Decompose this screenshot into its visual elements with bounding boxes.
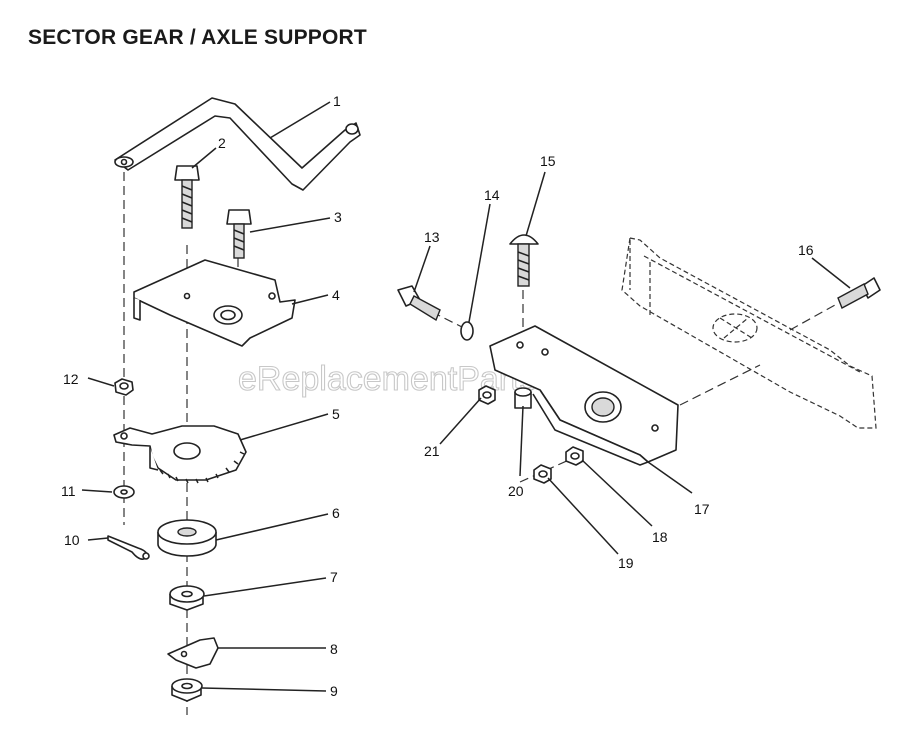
hex-nut-9 [171, 678, 203, 702]
steering-link-rod [114, 97, 361, 191]
callout-20: 20 [508, 483, 524, 499]
callout-1: 1 [333, 93, 341, 109]
hex-nut-19 [533, 464, 552, 484]
callout-3: 3 [334, 209, 342, 225]
hex-bolt-2 [174, 165, 200, 229]
hex-bolt-16 [837, 277, 881, 309]
callout-12: 12 [63, 371, 79, 387]
hex-nut-18 [565, 446, 584, 466]
bushing-20 [514, 387, 532, 409]
mounting-plate [133, 259, 296, 347]
axle-support-bracket [489, 325, 679, 466]
frame-axle-housing [621, 237, 877, 429]
hex-nut-21 [478, 385, 496, 405]
sector-gear [113, 425, 247, 484]
hex-bolt-13 [397, 285, 441, 322]
callout-labels: 1 2 3 4 12 5 11 10 6 7 8 9 13 14 15 16 1… [61, 93, 814, 699]
callout-18: 18 [652, 529, 668, 545]
carriage-bolt [509, 234, 539, 287]
callout-10: 10 [64, 532, 80, 548]
washer-14 [460, 321, 474, 341]
callout-21: 21 [424, 443, 440, 459]
retaining-clip [167, 637, 219, 669]
callout-4: 4 [332, 287, 340, 303]
callout-14: 14 [484, 187, 500, 203]
page-title: SECTOR GEAR / AXLE SUPPORT [28, 26, 367, 49]
callout-2: 2 [218, 135, 226, 151]
callout-6: 6 [332, 505, 340, 521]
callout-15: 15 [540, 153, 556, 169]
callout-8: 8 [330, 641, 338, 657]
hex-nut-7 [169, 585, 205, 611]
callout-9: 9 [330, 683, 338, 699]
flange-bushing [157, 519, 217, 557]
callout-17: 17 [694, 501, 710, 517]
callout-5: 5 [332, 406, 340, 422]
callout-13: 13 [424, 229, 440, 245]
hex-nut-12 [114, 378, 134, 396]
callout-11: 11 [61, 483, 76, 499]
leader-lines [81, 101, 851, 692]
callout-16: 16 [798, 242, 814, 258]
cotter-pin [107, 535, 150, 560]
hex-bolt-3 [226, 209, 252, 259]
callout-19: 19 [618, 555, 634, 571]
washer-11-hole [120, 489, 128, 495]
callout-7: 7 [330, 569, 338, 585]
